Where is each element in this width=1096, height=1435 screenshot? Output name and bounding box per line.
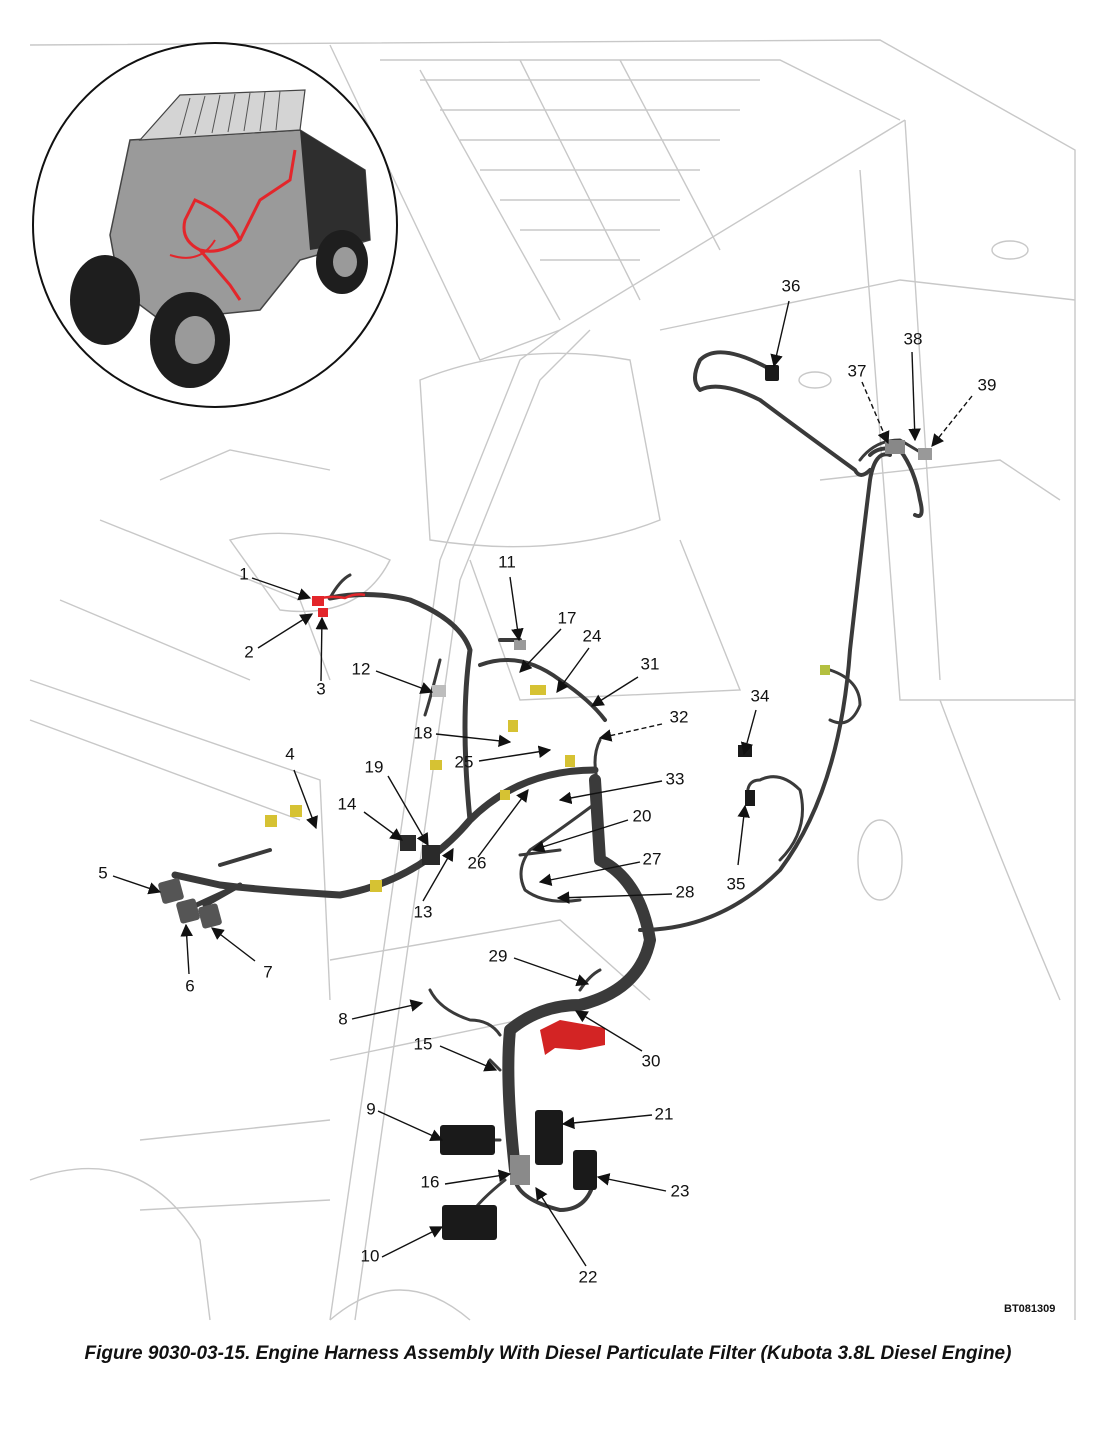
callout-9: 9 — [366, 1099, 375, 1118]
callout-5: 5 — [98, 863, 107, 882]
callout-29: 29 — [489, 946, 508, 965]
callout-38: 38 — [904, 329, 923, 348]
callout-leaders — [112, 300, 973, 1267]
callout-23: 23 — [671, 1181, 690, 1200]
callout-37: 37 — [848, 361, 867, 380]
callout-15: 15 — [414, 1034, 433, 1053]
callout-30: 30 — [642, 1051, 661, 1070]
callout-21: 21 — [655, 1104, 674, 1123]
callout-22: 22 — [579, 1267, 598, 1286]
callout-18: 18 — [414, 723, 433, 742]
callout-39: 39 — [978, 375, 997, 394]
wire-harness — [171, 350, 927, 1217]
callout-33: 33 — [666, 769, 685, 788]
callout-25: 25 — [455, 752, 474, 771]
red-connector-2 — [318, 608, 328, 617]
callout-24: 24 — [583, 626, 602, 645]
callout-3: 3 — [316, 679, 325, 698]
callout-8: 8 — [338, 1009, 347, 1028]
callout-16: 16 — [421, 1172, 440, 1191]
truck-frame-outline — [29, 39, 1076, 1321]
callout-4: 4 — [285, 744, 294, 763]
callout-31: 31 — [641, 654, 660, 673]
inset-overview — [32, 42, 398, 408]
connectors — [158, 365, 932, 1240]
callout-2: 2 — [244, 642, 253, 661]
red-connector-1 — [312, 596, 324, 606]
callout-6: 6 — [185, 976, 194, 995]
callout-34: 34 — [751, 686, 770, 705]
callout-1: 1 — [239, 564, 248, 583]
callout-10: 10 — [361, 1246, 380, 1265]
callout-labels: 1 2 3 4 5 6 7 8 9 10 11 12 13 14 15 16 1… — [98, 276, 996, 1286]
callout-13: 13 — [414, 902, 433, 921]
red-bracket — [540, 1020, 605, 1055]
callout-27: 27 — [643, 849, 662, 868]
callout-7: 7 — [263, 962, 272, 981]
callout-19: 19 — [365, 757, 384, 776]
callout-35: 35 — [727, 874, 746, 893]
callout-20: 20 — [633, 806, 652, 825]
figure-caption: Figure 9030-03-15. Engine Harness Assemb… — [84, 1343, 1012, 1364]
engine-harness-diagram: 1 2 3 4 5 6 7 8 9 10 11 12 13 14 15 16 1… — [29, 39, 1076, 1321]
callout-14: 14 — [338, 794, 357, 813]
callout-26: 26 — [468, 853, 487, 872]
figure-reference-code: BT081309 — [1004, 1303, 1056, 1315]
callout-17: 17 — [558, 608, 577, 627]
callout-36: 36 — [782, 276, 801, 295]
callout-12: 12 — [352, 659, 371, 678]
callout-32: 32 — [670, 707, 689, 726]
callout-11: 11 — [498, 552, 516, 571]
callout-28: 28 — [676, 882, 695, 901]
